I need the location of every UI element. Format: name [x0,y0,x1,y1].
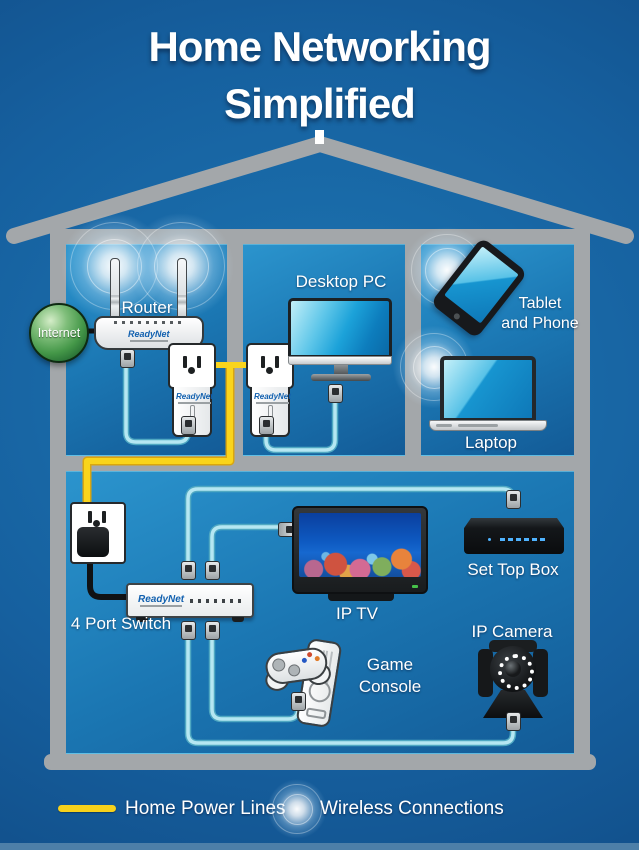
router-icon: ReadyNet [94,316,204,350]
ip-tv-label: IP TV [336,604,378,623]
camera-side [478,649,493,697]
rj45-connector-icon [205,621,220,640]
rj45-connector-icon [291,692,306,711]
outlet-face-icon [261,356,279,374]
ip-camera-label: IP Camera [471,622,553,641]
brand-logo: ReadyNet [138,594,185,607]
legend-power-label: Home Power Lines [125,798,286,819]
network-switch-icon: ReadyNet [126,583,254,622]
outlet-face-icon [88,511,106,527]
monitor-chin [288,356,392,365]
title-line-2: Simplified [224,80,416,127]
router-vents [114,321,184,324]
camera-led-ring [498,654,534,690]
rj45-connector-icon [506,490,521,509]
ip-tv-icon [292,506,428,594]
laptop-label: Laptop [465,433,517,452]
house-frame [6,136,634,770]
desktop-pc-label: Desktop PC [295,272,387,291]
adapter-body: ReadyNet [172,387,213,437]
page-title: Home Networking Simplified [0,18,639,132]
camera-lens [505,661,521,677]
monitor-base [311,374,371,381]
router-label: Router [121,298,173,317]
brand-logo: ReadyNet [254,392,291,404]
game-console-label-line1: Game [366,655,414,674]
tablet-home-button [452,312,462,321]
stb-led-display [500,538,546,541]
rj45-connector-icon [506,712,521,731]
tv-screen [299,513,421,577]
bottom-beam [44,754,596,770]
rj45-connector-icon [120,349,135,368]
switch-label: 4 Port Switch [70,614,172,633]
left-wall [50,232,66,762]
brand-logo: ReadyNet [128,329,170,342]
brand-logo: ReadyNet [176,392,213,404]
adapter-socket [246,343,294,389]
roof [6,136,634,244]
rj45-connector-icon [181,621,196,640]
roof-apex-notch [315,130,324,144]
legend-wireless-label: Wireless Connections [320,798,504,819]
rj45-connector-icon [328,384,343,403]
home-power-lines [82,362,248,505]
tablet-phone-label: Tablet and Phone [485,294,595,334]
switch-leds [190,599,242,603]
power-cord [87,549,130,600]
stb-led-dot [488,538,491,541]
rj45-connector-icon [259,416,274,435]
outlet-face-icon [183,356,201,374]
wireless-glow-icon [266,778,328,840]
power-line-path [84,362,248,505]
internet-label: Internet [37,326,81,340]
camera-head [490,646,536,692]
internet-globe-icon: Internet [29,303,89,363]
camera-side [533,649,548,697]
cable-adapter2-to-pc [264,397,337,452]
rj45-connector-icon [181,416,196,435]
tablet-phone-label-line2: and Phone [501,315,579,332]
power-plug-icon [77,527,109,557]
desktop-monitor-icon [288,298,392,358]
title-line-1: Home Networking [148,23,491,70]
power-line-legend-swatch [58,805,116,812]
monitor-stand [334,365,348,374]
tv-stand [328,594,394,601]
ip-camera-icon [478,640,548,720]
tablet-phone-label-line1: Tablet [518,295,562,312]
rj45-connector-icon [205,561,220,580]
cable-switch-to-tv [210,525,288,568]
powerline-adapter-icon: ReadyNet [246,343,294,437]
game-console-label: Game Console [335,654,445,698]
right-wall [574,232,590,762]
set-top-box-label: Set Top Box [467,560,559,579]
laptop-base [429,420,547,431]
console-slot [305,707,327,720]
set-top-box-icon [464,518,564,554]
adapter-socket [168,343,216,389]
powerline-adapter-icon: ReadyNet [168,343,216,437]
cable-switch-to-camera [186,632,515,745]
laptop-icon [440,356,536,420]
game-console-label-line2: Console [358,677,422,696]
tv-power-led [412,585,418,588]
rj45-connector-icon [181,561,196,580]
footer-strip [0,843,639,850]
